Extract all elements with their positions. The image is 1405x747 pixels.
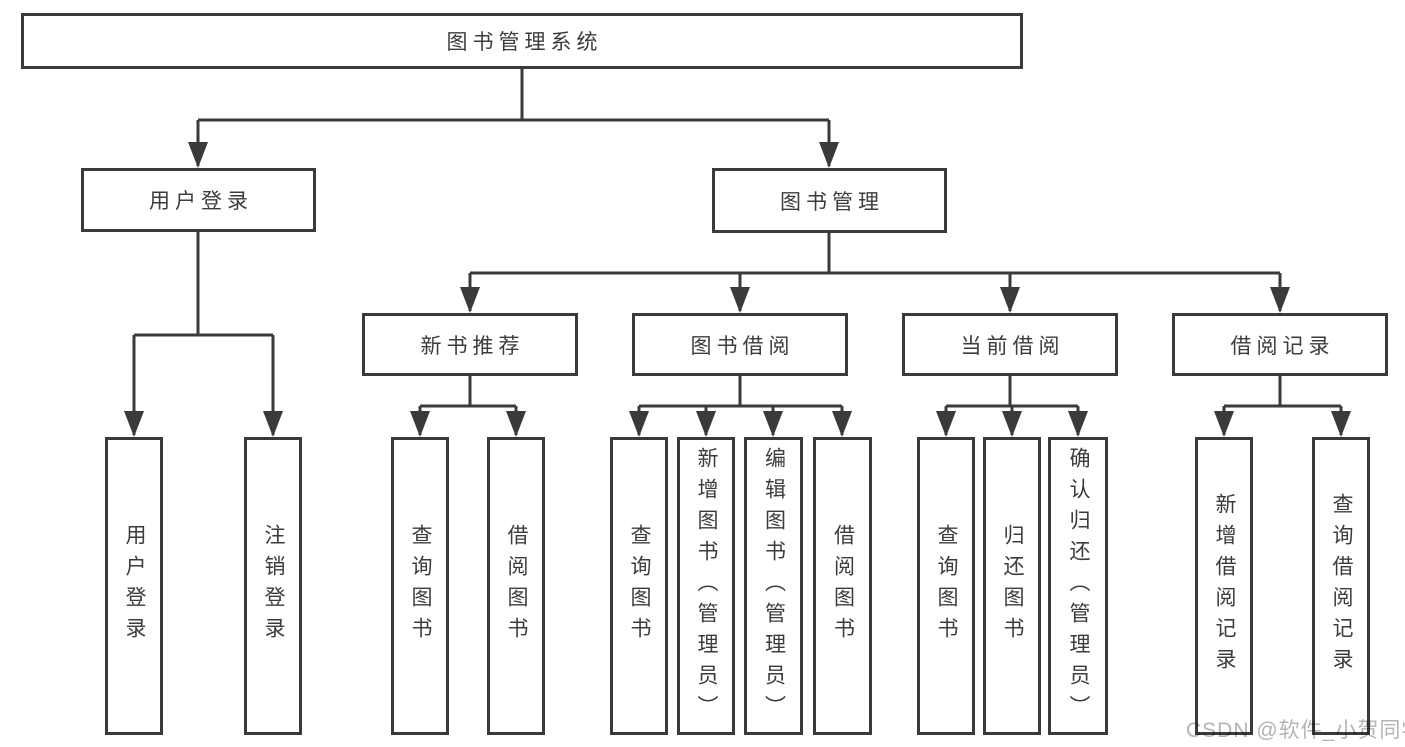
node-book-mgmt-label: 图书管理 xyxy=(780,190,884,214)
arrowhead-bb-query xyxy=(629,411,649,437)
node-new-book-rec-label: 新书推荐 xyxy=(420,334,525,358)
leaf-bb-edit-books: 编辑图书（管理员） xyxy=(744,437,803,735)
leaf-bb-query-books: 查询图书 xyxy=(610,437,668,735)
leaf-cb-confirm-return: 确认归还（管理员） xyxy=(1048,437,1108,735)
leaf-br-query-record-label: 查询借阅记录 xyxy=(1330,493,1353,679)
node-current-borrow: 当前借阅 xyxy=(902,313,1118,376)
node-book-borrow: 图书借阅 xyxy=(632,313,848,376)
arrowhead-leaf-logout xyxy=(263,411,283,437)
arrowheads xyxy=(124,142,1351,437)
node-book-borrow-label: 图书借阅 xyxy=(690,334,795,358)
leaf-br-add-record: 新增借阅记录 xyxy=(1195,437,1253,735)
arrowhead-current-borrow xyxy=(1000,287,1020,313)
arrowhead-new-book-rec xyxy=(460,287,480,313)
node-current-borrow-label: 当前借阅 xyxy=(960,334,1065,358)
leaf-bb-borrow-books: 借阅图书 xyxy=(813,437,872,735)
arrowhead-bb-edit xyxy=(763,411,783,437)
leaf-user-login-label: 用户登录 xyxy=(123,524,146,648)
arrowhead-rec-query xyxy=(410,411,430,437)
node-borrow-records: 借阅记录 xyxy=(1172,313,1388,376)
connector-lines xyxy=(132,69,1343,435)
arrowhead-book-borrow xyxy=(730,287,750,313)
leaf-cb-confirm-return-label: 确认归还（管理员） xyxy=(1067,446,1090,726)
leaf-cb-query-books: 查询图书 xyxy=(917,437,975,735)
leaf-logout-label: 注销登录 xyxy=(262,524,285,648)
arrowhead-cb-return xyxy=(1002,411,1022,437)
leaf-bb-query-books-label: 查询图书 xyxy=(628,524,651,648)
arrowhead-bb-add xyxy=(696,411,716,437)
arrowhead-cb-confirm xyxy=(1068,411,1088,437)
node-new-book-rec: 新书推荐 xyxy=(362,313,578,376)
node-user-login-label: 用户登录 xyxy=(149,190,253,213)
leaf-logout: 注销登录 xyxy=(244,437,302,735)
node-root-label: 图书管理系统 xyxy=(446,31,603,54)
arrowhead-rec-borrow xyxy=(506,411,526,437)
arrowhead-book-mgmt xyxy=(819,142,839,168)
leaf-rec-borrow-books: 借阅图书 xyxy=(487,437,545,735)
node-book-mgmt: 图书管理 xyxy=(712,168,947,233)
leaf-bb-edit-books-label: 编辑图书（管理员） xyxy=(762,446,786,726)
arrowhead-br-add xyxy=(1214,411,1234,437)
leaf-br-add-record-label: 新增借阅记录 xyxy=(1213,493,1236,679)
arrowhead-cb-query xyxy=(936,411,956,437)
leaf-user-login: 用户登录 xyxy=(105,437,163,735)
leaf-br-query-record: 查询借阅记录 xyxy=(1312,437,1370,735)
leaf-rec-query-books-label: 查询图书 xyxy=(409,524,432,648)
arrowhead-br-query xyxy=(1331,411,1351,437)
leaf-rec-query-books: 查询图书 xyxy=(391,437,449,735)
leaf-cb-return-books: 归还图书 xyxy=(983,437,1041,735)
csdn-watermark: CSDN @软件_小贺同学 xyxy=(1186,719,1405,742)
arrowhead-leaf-user-login xyxy=(124,411,144,437)
leaf-cb-return-books-label: 归还图书 xyxy=(1001,524,1024,648)
arrowhead-user-login xyxy=(188,142,208,168)
leaf-bb-borrow-books-label: 借阅图书 xyxy=(831,524,855,648)
node-borrow-records-label: 借阅记录 xyxy=(1230,334,1335,358)
node-root: 图书管理系统 xyxy=(21,13,1023,69)
arrowhead-bb-borrow xyxy=(832,411,852,437)
leaf-bb-add-books: 新增图书（管理员） xyxy=(677,437,735,735)
leaf-rec-borrow-books-label: 借阅图书 xyxy=(505,524,528,648)
leaf-bb-add-books-label: 新增图书（管理员） xyxy=(695,446,718,726)
arrowhead-borrow-records xyxy=(1270,287,1290,313)
leaf-cb-query-books-label: 查询图书 xyxy=(935,524,958,648)
node-user-login: 用户登录 xyxy=(81,168,316,232)
